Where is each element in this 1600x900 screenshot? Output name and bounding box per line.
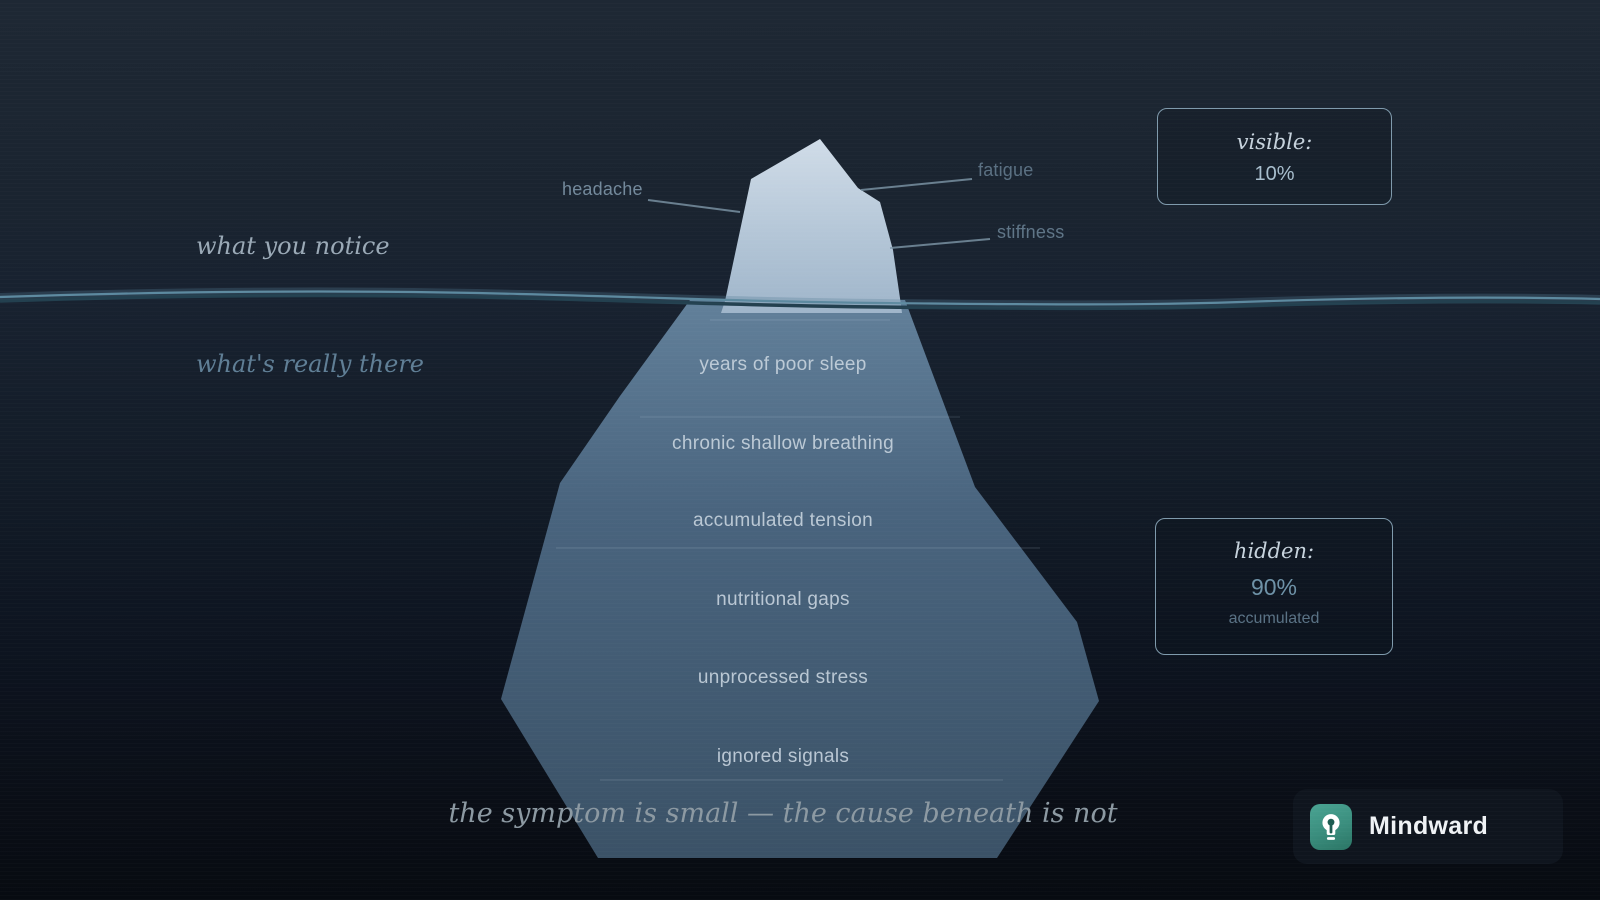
cause-label-nutritional-gaps: nutritional gaps bbox=[716, 589, 850, 610]
stiffness-connector-line bbox=[889, 238, 991, 249]
symptom-label-stiffness: stiffness bbox=[997, 222, 1065, 242]
cause-label-accumulated-tension: accumulated tension bbox=[693, 510, 873, 531]
cause-label-unprocessed-stress: unprocessed stress bbox=[697, 667, 869, 688]
hidden-stat-box: hidden: 90% accumulated bbox=[1155, 518, 1393, 655]
iceberg-tip-shape bbox=[721, 139, 902, 313]
symptom-label-fatigue: fatigue bbox=[978, 160, 1034, 180]
symptom-label-headache: headache bbox=[562, 179, 643, 199]
visible-stat-box: visible: 10% bbox=[1157, 108, 1392, 205]
waterline bbox=[0, 287, 1600, 311]
headache-connector-line bbox=[647, 199, 741, 213]
bottom-caption: the symptom is small — the cause beneath… bbox=[448, 798, 1118, 829]
surface-annotation: what you notice bbox=[196, 232, 390, 260]
visible-stat-value: 10% bbox=[1254, 163, 1295, 185]
hidden-stat-title: hidden: bbox=[1233, 539, 1315, 563]
brand-name: Mindward bbox=[1369, 812, 1489, 840]
hidden-stat-subtitle: accumulated bbox=[1228, 610, 1320, 627]
iceberg-underwater-shape bbox=[501, 300, 1099, 858]
cause-label-shallow-breathing: chronic shallow breathing bbox=[672, 433, 894, 454]
layer-divider-lines bbox=[556, 319, 1040, 781]
brand-badge: Mindward bbox=[1293, 789, 1563, 864]
fatigue-connector-line bbox=[860, 178, 973, 191]
cause-label-ignored-signals: ignored signals bbox=[716, 746, 850, 767]
cause-label-poor-sleep: years of poor sleep bbox=[699, 354, 867, 375]
hidden-stat-value: 90% bbox=[1250, 574, 1298, 600]
lightbulb-icon bbox=[1310, 803, 1352, 850]
visible-stat-title: visible: bbox=[1236, 130, 1313, 154]
depth-annotation: what's really there bbox=[196, 350, 424, 378]
